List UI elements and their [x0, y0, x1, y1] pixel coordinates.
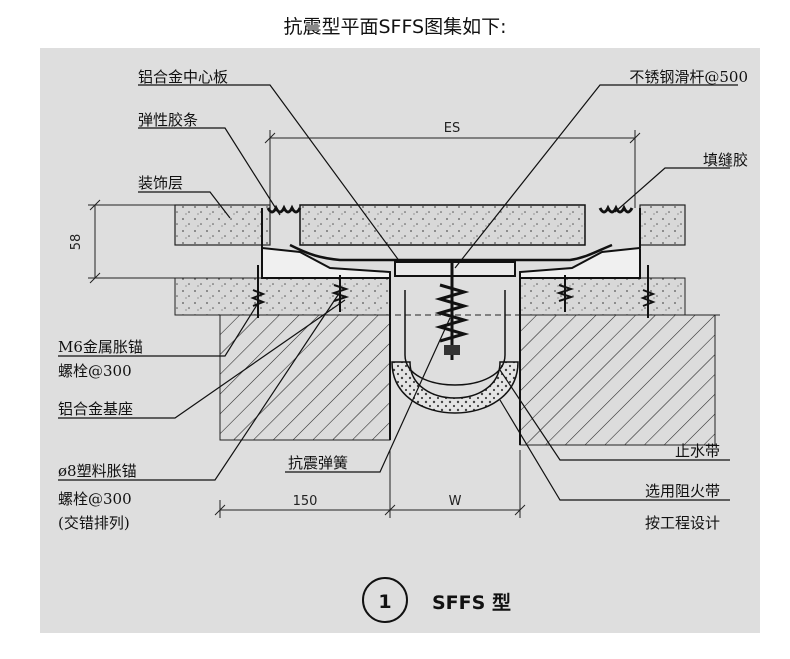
leader-lines	[58, 84, 738, 501]
dimension-150-label: 150	[293, 494, 318, 509]
dimension-58	[88, 199, 175, 284]
elastic-strip-right	[598, 204, 634, 214]
waterstop	[404, 290, 506, 386]
seismic-spring	[434, 283, 470, 343]
elastic-strip-left	[266, 204, 302, 214]
screed-right	[519, 277, 686, 316]
alu-center-plate	[299, 204, 586, 246]
concrete-slab-right	[519, 314, 716, 446]
label-sealant: 填缝胶	[703, 151, 748, 169]
label-plastic-anchor-line1: ø8塑料胀锚	[58, 462, 137, 480]
spring-nut	[444, 345, 460, 355]
cover-plate-underside	[289, 243, 613, 262]
plastic-anchor-left	[330, 275, 350, 312]
figure-caption: SFFS 型	[432, 591, 511, 614]
dimension-58-label: 58	[69, 234, 84, 251]
screed-left	[174, 277, 391, 316]
finish-layer-right	[639, 204, 686, 246]
label-fire-barrier: 选用阻火带	[645, 482, 720, 500]
dimension-es-label: ES	[444, 121, 460, 136]
m6-anchor-right	[640, 265, 656, 318]
label-seismic-spring: 抗震弹簧	[288, 454, 348, 472]
alu-base-right	[519, 208, 641, 279]
label-waterstop: 止水带	[675, 442, 720, 460]
label-finish-layer: 装饰层	[138, 174, 183, 192]
label-anchor-bolt-line1: M6金属胀锚	[58, 338, 143, 356]
label-anchor-bolt-line2: 螺栓@300	[58, 362, 132, 380]
plastic-anchor-right	[555, 275, 575, 312]
label-per-design: 按工程设计	[645, 514, 720, 532]
page-title: 抗震型平面SFFS图集如下:	[283, 16, 507, 38]
label-plastic-anchor-line3: (交错排列)	[58, 514, 130, 532]
label-stainless-rod: 不锈钢滑杆@500	[629, 68, 748, 86]
figure-number: 1	[378, 591, 391, 613]
concrete-slab-left	[219, 314, 391, 441]
dimension-w-label: W	[449, 494, 462, 509]
label-alu-cover-plate: 铝合金中心板	[138, 68, 228, 86]
dimension-es	[264, 130, 641, 208]
finish-layer-left	[174, 204, 271, 246]
label-alu-base: 铝合金基座	[58, 400, 133, 418]
label-plastic-anchor-line2: 螺栓@300	[58, 490, 132, 508]
slide-rail	[394, 261, 516, 277]
m6-anchor-left	[250, 265, 266, 318]
figure-number-circle	[362, 577, 408, 623]
label-elastic-strip: 弹性胶条	[138, 111, 198, 129]
dimension-bottom	[214, 450, 526, 518]
alu-base-left	[261, 208, 391, 279]
fire-barrier	[391, 361, 519, 414]
